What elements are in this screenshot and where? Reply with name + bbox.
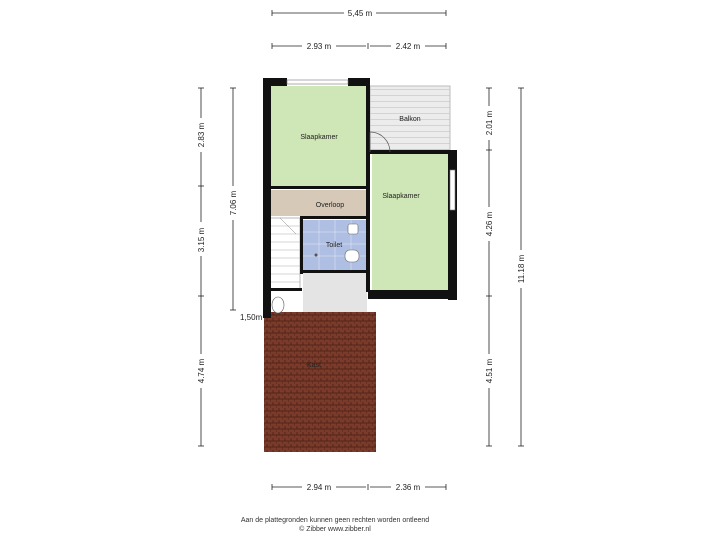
toilet-bowl-icon <box>344 249 360 263</box>
label-balcony: Balkon <box>399 116 421 123</box>
label-attic: Kast <box>307 362 321 369</box>
attic-roof-area <box>264 312 376 452</box>
footer-disclaimer: Aan de plattegronden kunnen geen rechten… <box>240 517 430 524</box>
window-bedroom-right <box>449 169 456 211</box>
dim-bottom-right: 2.36 m <box>396 483 421 492</box>
dim-right-upper: 2.01 m <box>485 110 494 135</box>
label-toilet: Toilet <box>326 242 342 249</box>
dim-top-total: 5,45 m <box>348 9 373 18</box>
label-landing: Overloop <box>316 202 345 209</box>
dim-left-total-upper: 7.06 m <box>229 190 238 215</box>
dim-right-total: 11.18 m <box>517 255 526 284</box>
dim-left-lower: 4.74 m <box>197 358 206 383</box>
dim-height-marker: 1,50m <box>240 313 263 322</box>
dim-top-right: 2.42 m <box>396 42 421 51</box>
dim-right-middle: 4.26 m <box>485 211 494 236</box>
bedroom-left-area <box>270 86 368 186</box>
dim-top-left: 2.93 m <box>307 42 332 51</box>
dim-right-lower: 4.51 m <box>485 358 494 383</box>
footer-copyright: © Zibber www.zibber.nl <box>299 526 371 533</box>
sink-icon <box>347 223 359 235</box>
drain-icon <box>314 253 318 257</box>
hall-fixture-icon <box>271 296 285 314</box>
label-bedroom-left: Slaapkamer <box>300 134 338 141</box>
window-bedroom-left <box>286 79 349 85</box>
landing-area <box>270 190 370 216</box>
walls <box>263 78 457 318</box>
dim-bottom-left: 2.94 m <box>307 483 332 492</box>
footer: Aan de plattegronden kunnen geen rechten… <box>0 516 670 534</box>
balcony-door-swing <box>369 131 391 153</box>
dim-left-upper: 2.83 m <box>197 122 206 147</box>
bedroom-right-area <box>372 154 448 290</box>
hall-area <box>303 272 367 312</box>
dim-left-middle: 3.15 m <box>197 227 206 252</box>
staircase <box>269 217 301 291</box>
label-bedroom-right: Slaapkamer <box>382 193 420 200</box>
